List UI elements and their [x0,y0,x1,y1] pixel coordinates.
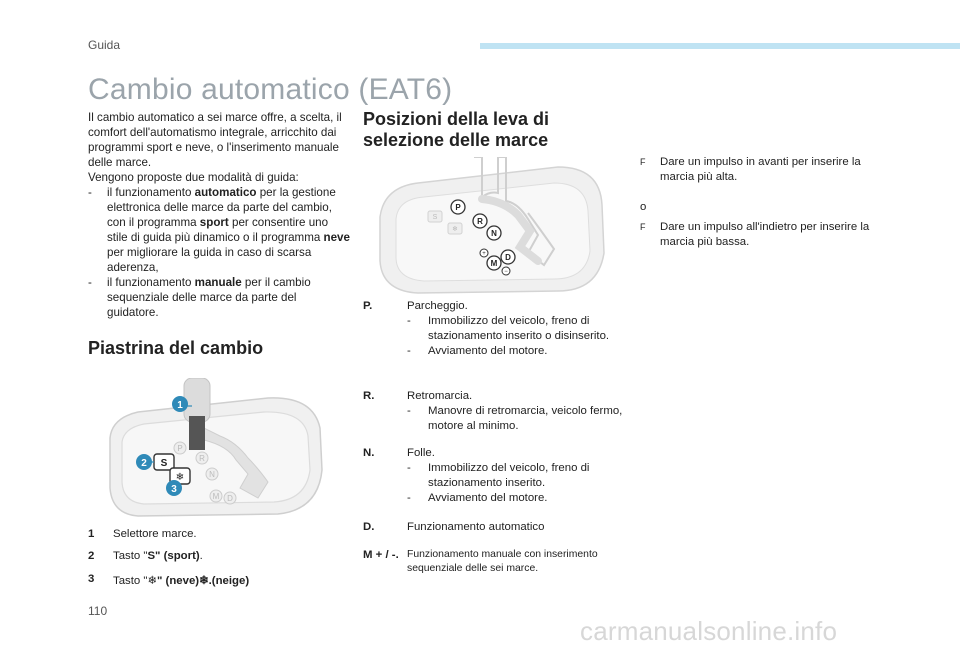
page-number: 110 [88,604,108,618]
section-heading-piastrina: Piastrina del cambio [88,338,264,358]
position-row-n: N. Folle. -Immobilizzo del veicolo, fren… [363,446,623,506]
plate-label-m: M [213,492,220,501]
header-bar [480,43,960,49]
list-item: - il funzionamento automatico per la ges… [88,186,350,274]
impulse-up-item: F Dare un impulso in avanti per inserire… [640,156,861,183]
gate-label-d: D [505,253,511,262]
gate-label-snow: ❄ [452,225,458,233]
gate-label-minus: − [504,269,508,275]
watermark: carmanualsonline.info [580,616,838,646]
bullet-dash: - [88,186,92,199]
arrow-bullet-icon: F [640,222,646,232]
button-s: S [153,453,175,471]
section-heading-posizioni: Posizioni della leva di selezione delle … [363,109,550,150]
section-label: Guida [88,38,121,52]
position-row-r: R. Retromarcia. -Manovre di retromarcia,… [363,390,623,432]
bullet-dash: - [88,276,92,289]
svg-text:1: 1 [177,400,183,411]
callout-2: 2 [136,454,154,470]
gate-label-s: S [433,214,438,221]
arrow-bullet-icon: F [640,157,646,167]
plate-label-snow: ❄ [176,472,184,483]
plate-label-r: R [199,454,205,463]
intro-paragraph: Il cambio automatico a sei marce offre, … [88,111,342,169]
gear-plate-illustration: S ❄ P R N D M 1 2 3 [108,377,326,518]
intro-modes-line: Vengono proposte due modalità di guida: [88,171,299,184]
page-title: Cambio automatico (EAT6) [88,73,453,106]
list-item: - il funzionamento manuale per il cambio… [88,276,311,319]
gate-label-m: M [491,259,498,268]
list-item: -Immobilizzo del veicolo, freno di stazi… [407,315,610,342]
legend-item-2: 2 Tasto "S" (sport). [88,550,203,562]
list-item: -Avviamento del motore. [407,345,548,357]
legend-item-1: 1 Selettore marce. [88,528,197,540]
legend-item-3: 3 Tasto "❄" (neve)❄.(neige) [88,573,250,587]
list-item: -Manovre di retromarcia, veicolo fermo, … [407,405,623,432]
snowflake-icon: ❄ [147,573,157,587]
or-label: o [640,201,647,213]
list-item: -Immobilizzo del veicolo, freno di stazi… [407,462,590,489]
gear-selector-illustration: P R N D M S ❄ + − [378,156,606,295]
plate-label-n: N [209,470,215,479]
gate-label-r: R [477,217,483,226]
callout-3: 3 [166,480,182,496]
position-row-d: D. Funzionamento automatico [363,521,545,533]
position-row-m: M + / -. Funzionamento manuale con inser… [363,549,598,574]
impulse-down-item: F Dare un impulso all'indietro per inser… [640,221,870,248]
plate-label-p: P [177,444,182,453]
callout-1: 1 [172,396,192,412]
plate-label-s: S [161,458,168,469]
gate-label-p: P [455,203,461,212]
position-row-p: P. Parcheggio. -Immobilizzo del veicolo,… [363,299,623,359]
gate-label-plus: + [482,251,486,257]
gate-label-n: N [491,229,497,238]
svg-text:3: 3 [171,484,177,495]
svg-text:2: 2 [141,458,147,469]
intro-text: Il cambio automatico a sei marce offre, … [88,110,350,320]
plate-label-d: D [227,494,233,503]
list-item: -Avviamento del motore. [407,492,548,504]
